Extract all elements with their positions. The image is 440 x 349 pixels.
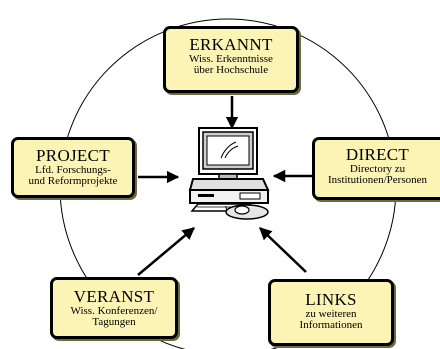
node-erkannt-line-1: Wiss. Erkenntnisse — [189, 53, 273, 65]
node-project[interactable]: PROJECT Lfd. Forschungs- und Reformproje… — [11, 137, 135, 198]
node-links[interactable]: LINKS zu weiteren Informationen — [268, 279, 394, 346]
node-project-line-2: und Reformprojekte — [28, 175, 118, 187]
node-veranst[interactable]: VERANST Wiss. Konferenzen/ Tagungen — [50, 277, 178, 339]
arrow-veranst — [137, 227, 195, 276]
node-links-line-1: zu weiteren — [305, 308, 357, 320]
node-links-line-2: Informationen — [299, 319, 363, 331]
node-erkannt-title: ERKANNT — [189, 35, 273, 54]
node-project-line-1: Lfd. Forschungs- — [35, 164, 111, 176]
node-veranst-line-2: Tagungen — [92, 316, 136, 328]
node-links-title: LINKS — [305, 290, 357, 309]
node-veranst-title: VERANST — [73, 287, 155, 306]
node-direct[interactable]: DIRECT Directory zu Institutionen/Person… — [312, 137, 440, 200]
node-veranst-line-1: Wiss. Konferenzen/ — [70, 305, 158, 317]
arrow-links — [259, 227, 307, 273]
node-direct-line-1: Directory zu — [349, 163, 406, 175]
node-direct-title: DIRECT — [345, 145, 410, 164]
node-erkannt-line-2: über Hochschule — [193, 64, 269, 76]
node-erkannt[interactable]: ERKANNT Wiss. Erkenntnisse über Hochschu… — [163, 26, 299, 93]
node-direct-line-2: Institutionen/Personen — [328, 174, 427, 186]
node-project-title: PROJECT — [36, 146, 110, 165]
